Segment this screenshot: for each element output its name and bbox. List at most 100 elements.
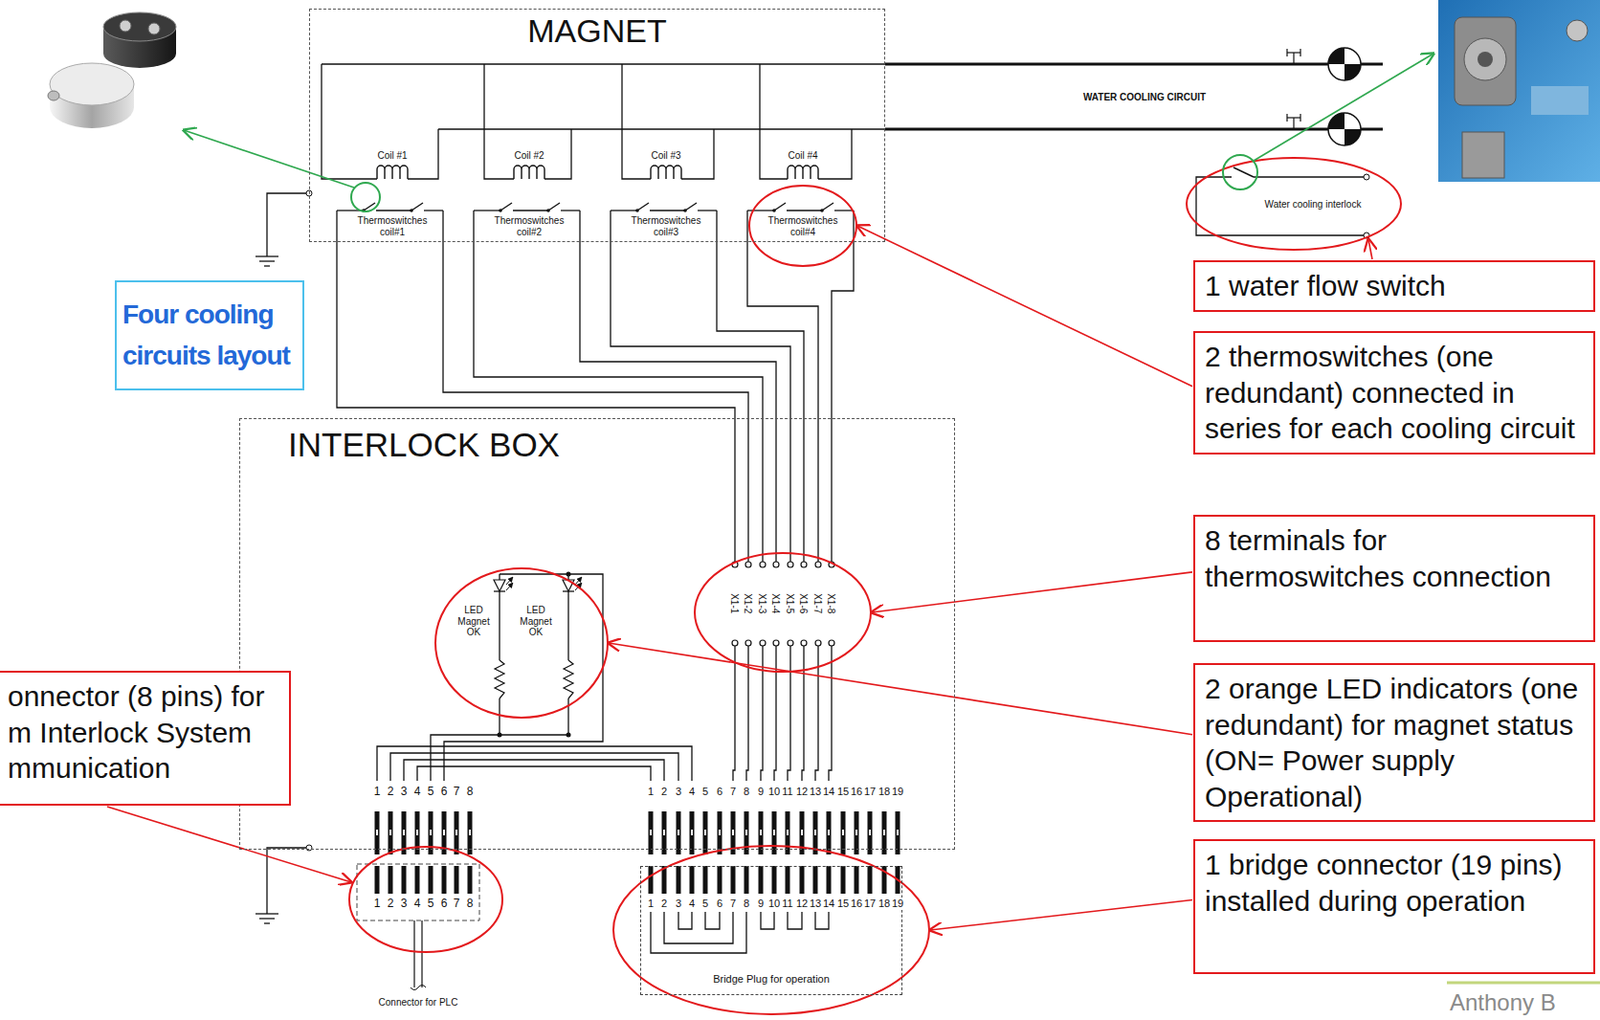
terminal — [745, 640, 752, 646]
pin-number: 17 — [863, 785, 877, 799]
flow-switch-photo — [1477, 51, 1493, 67]
flow-marker — [1299, 48, 1301, 57]
thermoswitch-photo — [103, 12, 177, 42]
terminal-label: X1-4 — [770, 592, 782, 615]
terminal — [773, 561, 779, 568]
cable — [413, 920, 415, 988]
pin — [717, 866, 723, 894]
pin-number: 6 — [715, 897, 724, 911]
terminal-label: X1-7 — [812, 592, 824, 615]
footer-line — [1446, 981, 1600, 985]
wire — [1253, 176, 1364, 178]
terminal-label: X1-6 — [798, 592, 810, 615]
pin-number: 5 — [426, 785, 436, 800]
thermoswitch-symbol — [548, 202, 560, 211]
pin — [867, 866, 873, 894]
flow-marker — [1286, 48, 1288, 57]
pin-number: 2 — [386, 897, 396, 912]
wire — [787, 645, 791, 781]
switch-symbol — [1233, 167, 1254, 178]
callout-box: onnector (8 pins) for m Interlock System… — [0, 670, 291, 806]
pin-number: 9 — [756, 785, 765, 799]
terminal — [787, 561, 794, 568]
pin-number: 7 — [729, 785, 737, 799]
callout-arrow — [871, 572, 1193, 613]
wire — [498, 591, 500, 661]
wire — [774, 645, 777, 781]
wire — [610, 210, 791, 562]
pin — [867, 811, 873, 855]
flow-switch-photo — [1566, 20, 1588, 42]
callout-box: 1 bridge connector (19 pins) installed d… — [1193, 839, 1596, 975]
ground-symbol — [255, 255, 279, 257]
thermoswitch-label: Thermoswitches coil#2 — [489, 215, 569, 238]
wire — [801, 645, 804, 781]
heading-text: Bridge Plug for operation — [712, 973, 830, 986]
thermoswitch-symbol — [498, 208, 503, 213]
pin — [813, 866, 819, 894]
thermoswitch-symbol — [820, 208, 824, 213]
flow-marker — [1287, 51, 1301, 53]
led-label: LED Magnet OK — [455, 604, 492, 639]
pin — [677, 829, 680, 836]
pin — [388, 866, 394, 894]
wire — [498, 574, 500, 580]
pin-number: 14 — [822, 897, 836, 911]
terminal — [815, 640, 822, 646]
pin — [388, 811, 394, 855]
terminal — [745, 561, 752, 568]
pin — [842, 829, 845, 836]
pin-number: 14 — [822, 785, 836, 799]
thermoswitch-symbol — [546, 208, 551, 213]
terminal — [773, 640, 779, 646]
pin — [854, 866, 860, 894]
pin — [402, 829, 405, 836]
pin — [375, 811, 380, 855]
pin-number: 2 — [660, 785, 668, 799]
coil-symbol — [513, 165, 545, 179]
pin-number: 9 — [756, 897, 765, 911]
thermoswitch-photo — [47, 90, 60, 101]
highlight-ellipse — [1186, 157, 1401, 250]
pin-number: 8 — [742, 785, 751, 799]
wire — [828, 645, 832, 781]
pin — [442, 866, 447, 894]
pin — [454, 811, 460, 855]
ground-symbol — [259, 917, 275, 919]
wire — [567, 591, 569, 661]
wire — [760, 645, 763, 781]
bridge-loop — [705, 911, 720, 930]
flow-marker — [1292, 52, 1294, 65]
pin-number: 4 — [688, 897, 696, 911]
callout-arrow — [930, 899, 1193, 931]
flow-switch-photo — [1531, 86, 1589, 115]
pin-number: 4 — [413, 897, 423, 912]
pin — [467, 811, 473, 855]
pin — [800, 829, 803, 836]
pin — [896, 829, 899, 836]
pipe — [321, 63, 886, 65]
pin-number: 11 — [780, 785, 794, 799]
pin-number: 19 — [890, 785, 905, 799]
valve-symbol — [1344, 129, 1361, 146]
terminal — [1363, 174, 1370, 180]
pin-number: 16 — [849, 785, 864, 799]
pin-number: 15 — [836, 897, 850, 911]
pin-number: 2 — [386, 785, 396, 800]
ground-symbol — [259, 260, 275, 262]
pin — [772, 811, 778, 855]
pin-number: 5 — [426, 897, 436, 912]
connector-caption: Connector for PLC — [377, 997, 460, 1009]
pin-number: 18 — [877, 785, 891, 799]
resistor-symbol — [563, 660, 574, 699]
wire — [498, 698, 500, 735]
wire — [716, 210, 804, 562]
cable — [410, 985, 426, 991]
highlight-ellipse — [349, 846, 503, 953]
thermoswitch-photo — [49, 63, 134, 106]
pin-number: 7 — [452, 897, 462, 912]
wire — [834, 209, 854, 211]
wire — [403, 759, 665, 781]
pin — [895, 811, 901, 855]
